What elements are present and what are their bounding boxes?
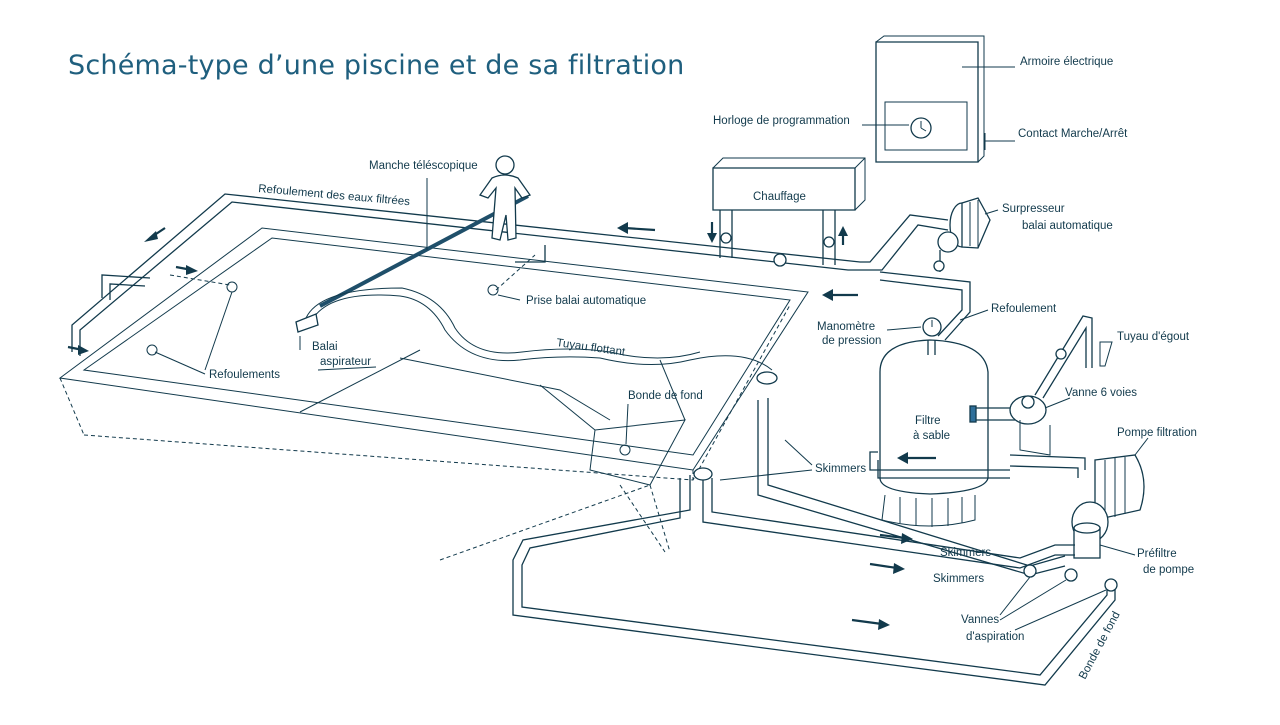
vacuum-cleaner: Balai aspirateur Tuyau flottant Manche t… — [295, 155, 773, 371]
arrow — [869, 562, 905, 574]
label-vannes-1: Vannes — [961, 614, 999, 626]
flow-arrows — [67, 222, 936, 630]
label-balai-2: aspirateur — [320, 356, 371, 368]
label-prise-balai: Prise balai automatique — [526, 295, 646, 307]
electrical-cabinet: Armoire électrique Horloge de programmat… — [713, 35, 1128, 163]
arrow — [144, 227, 166, 242]
arrow — [707, 222, 717, 243]
label-filtre-1: Filtre — [915, 415, 941, 427]
label-skimmers-pool: Skimmers — [815, 463, 866, 475]
arrow — [851, 618, 890, 630]
label-horloge: Horloge de programmation — [713, 115, 850, 127]
label-tuyau-egout: Tuyau d'égout — [1117, 331, 1190, 343]
label-chauffage: Chauffage — [753, 191, 806, 203]
label-vannes-2: d'aspiration — [966, 631, 1024, 643]
label-pompe: Pompe filtration — [1117, 427, 1197, 439]
sand-filter: Manomètre de pression Filtre à sable — [817, 317, 1010, 527]
arrow — [838, 226, 848, 245]
label-skimmers-pipe1: Skimmers — [940, 547, 991, 559]
label-skimmers-pipe2: Skimmers — [933, 573, 984, 585]
pool — [58, 227, 809, 561]
arrow — [879, 533, 913, 544]
arrow — [822, 289, 858, 301]
label-contact: Contact Marche/Arrêt — [1018, 128, 1128, 140]
arrow — [897, 452, 936, 464]
six-way-valve: Vanne 6 voies Tuyau d'égout — [969, 315, 1190, 478]
label-manche: Manche téléscopique — [369, 160, 478, 172]
heater: Chauffage — [712, 157, 866, 267]
label-tuyau-flottant: Tuyau flottant — [556, 337, 627, 359]
label-vanne6: Vanne 6 voies — [1065, 387, 1137, 399]
label-bonde-pipe: Bonde de fond — [1077, 610, 1123, 682]
label-surpresseur-2: balai automatique — [1022, 220, 1113, 232]
return-pipes — [71, 193, 971, 356]
label-balai-1: Balai — [312, 341, 338, 353]
suction-pipes: Skimmers Skimmers Vannes d'aspiration Bo… — [512, 398, 1123, 686]
label-surpresseur-1: Surpresseur — [1002, 203, 1065, 215]
label-manometre-1: Manomètre — [817, 321, 875, 333]
label-refoulement: Refoulement — [991, 303, 1057, 315]
label-refoulement-eaux: Refoulement des eaux filtrées — [258, 183, 411, 208]
skimmers: Skimmers — [693, 371, 866, 481]
booster-pump: Surpresseur balai automatique — [933, 197, 1113, 272]
arrow — [617, 222, 656, 234]
arrow — [175, 265, 198, 275]
label-armoire: Armoire électrique — [1020, 56, 1113, 68]
diagram-title: Schéma-type d’une piscine et de sa filtr… — [68, 50, 685, 81]
label-prefiltre-2: de pompe — [1143, 564, 1194, 576]
label-refoulements: Refoulements — [209, 369, 280, 381]
filtration-pump: Pompe filtration Préfiltre de pompe — [1071, 427, 1197, 576]
label-manometre-2: de pression — [822, 335, 881, 347]
arrow — [67, 345, 89, 355]
label-filtre-2: à sable — [913, 430, 950, 442]
label-bonde: Bonde de fond — [628, 390, 703, 402]
label-prefiltre-1: Préfiltre — [1137, 548, 1177, 560]
